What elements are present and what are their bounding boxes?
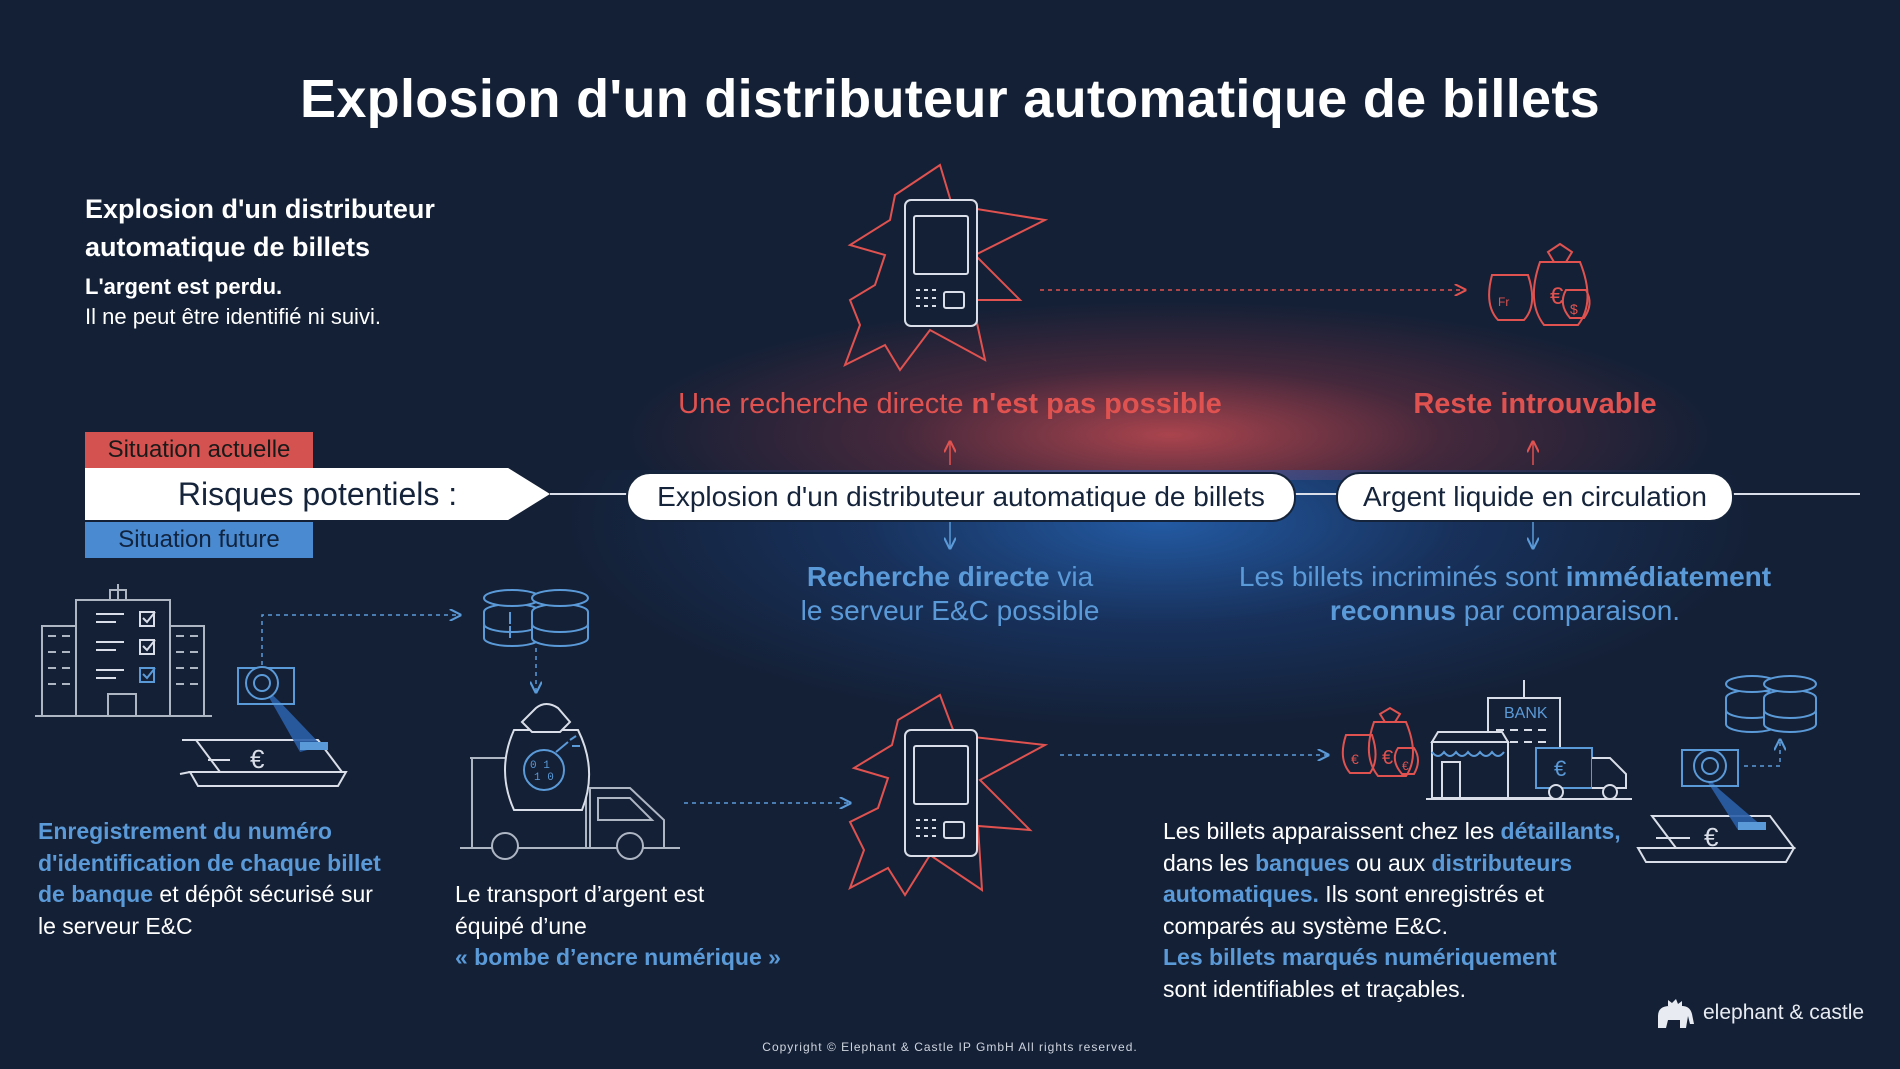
future-recognition-text: Les billets incriminés sont immédiatemen… (1238, 561, 1772, 626)
money-bags-red-icon: Fr € $ (1488, 242, 1591, 326)
bank-shop-icon: BANK € (1426, 680, 1632, 800)
svg-text:1 0: 1 0 (534, 772, 554, 784)
caption-transport: Le transport d’argent est équipé d’une «… (455, 881, 781, 970)
elephant-logo-icon (1658, 999, 1694, 1028)
ink-bomb-bag-icon: 0 1 1 0 (504, 703, 591, 811)
current-search-text: Une recherche directe n'est pas possible (678, 388, 1222, 420)
future-search-text: Recherche directe via le serveur E&C pos… (800, 561, 1100, 626)
svg-text:Fr: Fr (1498, 295, 1509, 309)
current-untraceable-text: Reste introuvable (1413, 388, 1657, 420)
svg-text:€: € (1382, 747, 1393, 769)
svg-text:0 1: 0 1 (530, 760, 550, 772)
server-database-icon-left (483, 589, 589, 647)
intro-bold-line: L'argent est perdu. (85, 274, 283, 299)
timeline-step-atm-explosion: Explosion d'un distributeur automatique … (626, 472, 1296, 522)
atm-explosion-bottom-icon (848, 693, 1049, 897)
intro-line: Il ne peut être identifié ni suivi. (85, 304, 381, 329)
svg-text:€: € (1351, 751, 1359, 767)
svg-text:€: € (250, 744, 265, 774)
svg-text:€: € (1704, 822, 1719, 852)
intro-heading: Explosion d'un distributeur automatique … (85, 194, 435, 262)
bill-scanner-icon: € (179, 666, 348, 787)
arrow-scanner-to-server (1744, 740, 1780, 767)
bill-scanner-right-icon: € (1636, 749, 1796, 863)
caption-retail: Les billets apparaissent chez les détail… (1163, 818, 1621, 1002)
tag-future-situation: Situation future (85, 522, 313, 558)
copyright: Copyright © Elephant & Castle IP GmbH Al… (762, 1040, 1138, 1054)
atm-red-icon (904, 199, 978, 327)
timeline-step-cash-circulation: Argent liquide en circulation (1336, 472, 1734, 522)
svg-text:€: € (1402, 759, 1409, 773)
office-building-icon (35, 584, 212, 717)
svg-text:$: $ (1570, 301, 1578, 317)
risk-label: Risques potentiels : (85, 468, 550, 520)
svg-text:BANK: BANK (1504, 705, 1548, 722)
arrow-to-server-left (261, 615, 460, 665)
caption-registration: Enregistrement du numéro d'identificatio… (38, 818, 381, 939)
svg-text:€: € (1550, 283, 1564, 310)
brand-name: elephant & castle (1703, 1001, 1865, 1024)
money-bags-bottom-icon: € € € (1341, 706, 1419, 777)
page-title: Explosion d'un distributeur automatique … (300, 69, 1600, 129)
atm-bottom-icon (904, 729, 978, 857)
tag-current-situation: Situation actuelle (85, 432, 313, 468)
server-database-icon-right (1725, 675, 1817, 733)
svg-text:€: € (1554, 756, 1566, 781)
